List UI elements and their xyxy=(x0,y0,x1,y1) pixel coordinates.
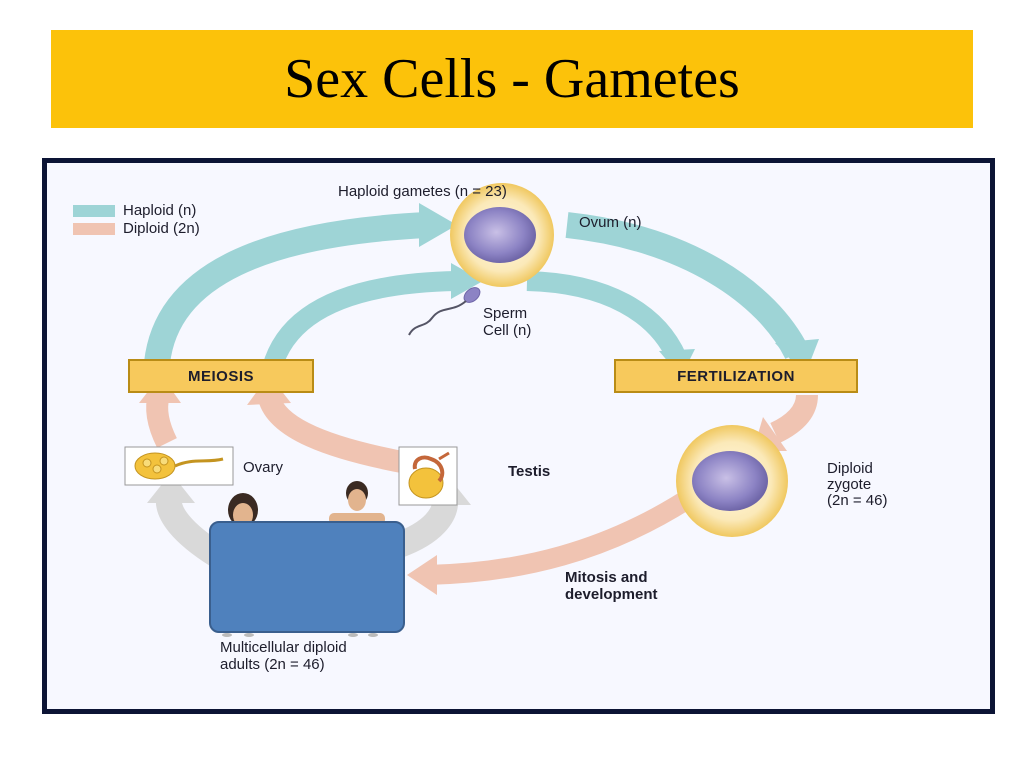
fertilization-box: FERTILIZATION xyxy=(614,359,858,393)
legend-diploid-swatch xyxy=(73,223,115,235)
blue-cover-rectangle xyxy=(209,521,405,633)
ovum-nucleus xyxy=(464,207,536,263)
meiosis-label: MEIOSIS xyxy=(187,367,254,385)
mitosis-arrowhead xyxy=(407,555,437,595)
title-banner: Sex Cells - Gametes xyxy=(51,30,973,128)
testis-label: Testis xyxy=(508,463,551,480)
sperm-label-line1: Sperm xyxy=(483,305,528,322)
mitosis-label-line2: development xyxy=(565,586,658,603)
testis-icon xyxy=(408,451,450,499)
zygote-nucleus xyxy=(692,451,768,511)
outer-arc-arrowhead-left xyxy=(419,203,457,247)
adults-label-line2: adults (2n = 46) xyxy=(220,656,325,673)
mitosis-label-line1: Mitosis and xyxy=(565,569,648,586)
ovary-icon xyxy=(134,452,224,480)
legend-haploid-swatch xyxy=(73,205,115,217)
diagram-graphics xyxy=(124,183,819,637)
zygote-label-line2: zygote xyxy=(827,476,872,493)
slide-title: Sex Cells - Gametes xyxy=(284,48,740,110)
fertilization-label: FERTILIZATION xyxy=(677,367,795,385)
outer-haploid-arc-right xyxy=(565,212,809,360)
zygote-label-line1: Diploid xyxy=(827,460,873,477)
adults-label-line1: Multicellular diploid xyxy=(220,639,347,656)
inner-haploid-arc-right xyxy=(526,271,687,363)
outer-haploid-arc xyxy=(144,212,428,365)
legend-diploid-label: Diploid (2n) xyxy=(123,220,200,237)
adult-ovary-head xyxy=(147,473,195,503)
ovum-label: Ovum (n) xyxy=(579,214,642,231)
fertilization-to-zygote-arrow xyxy=(770,393,818,443)
adult-man-figure xyxy=(329,481,385,525)
zygote-label-line3: (2n = 46) xyxy=(827,492,888,509)
ovary-label: Ovary xyxy=(243,459,284,476)
mitosis-arrow xyxy=(426,484,703,585)
inner-arc-arrowhead-left xyxy=(451,263,483,299)
sperm-tail xyxy=(408,300,467,336)
life-cycle-diagram: Haploid (n) Diploid (2n) Haploid gametes… xyxy=(42,158,995,714)
inner-haploid-arc xyxy=(262,271,458,372)
meiosis-box: MEIOSIS xyxy=(128,359,314,393)
testis-to-meiosis-arrow xyxy=(258,394,410,474)
sperm-label-line2: Cell (n) xyxy=(483,322,532,339)
legend-haploid-label: Haploid (n) xyxy=(123,202,197,219)
adult-feet xyxy=(222,633,378,637)
haploid-gametes-label: Haploid gametes (n = 23) xyxy=(338,183,507,200)
